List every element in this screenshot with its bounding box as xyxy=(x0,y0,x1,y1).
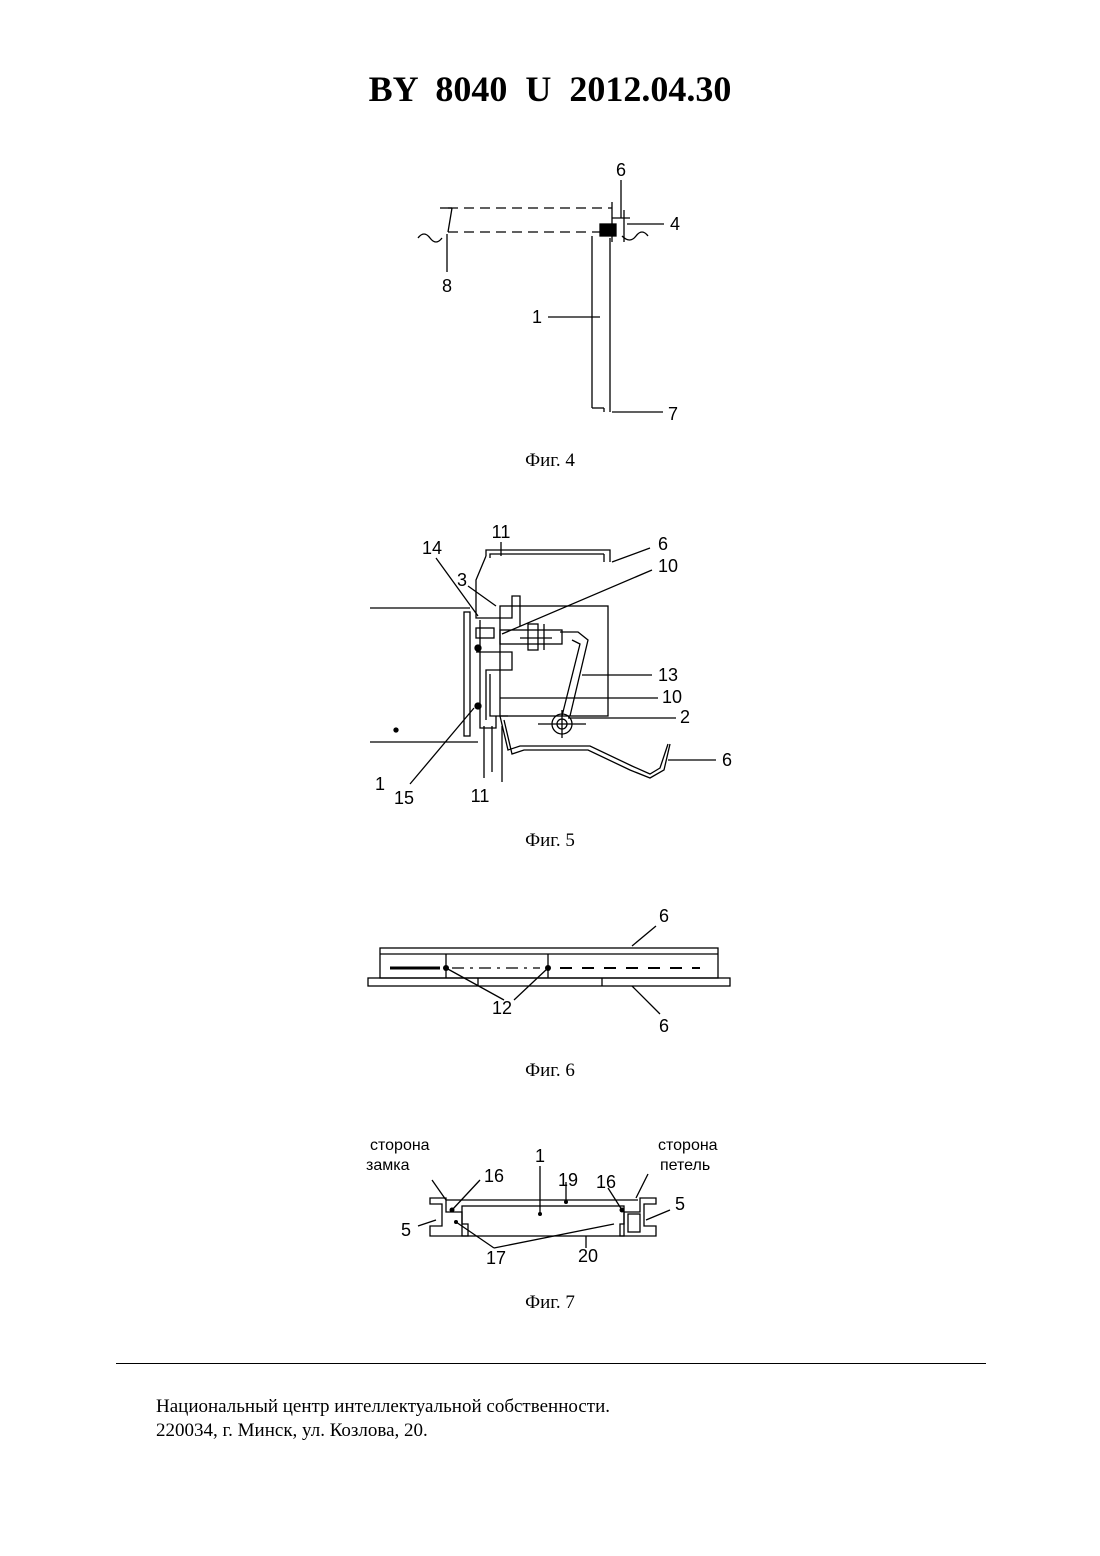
fig6-label-12: 12 xyxy=(492,998,512,1018)
fig7-label-storona-left: сторона xyxy=(370,1137,430,1154)
figure-5: 11 6 14 3 10 13 10 2 1 15 11 6 Фиг. 5 xyxy=(0,520,1100,860)
fig7-label-petel: петель xyxy=(660,1157,710,1174)
fig5-label-10-top: 10 xyxy=(658,556,678,576)
footer-organization: Национальный центр интеллектуальной собс… xyxy=(156,1395,610,1419)
fig5-label-15: 15 xyxy=(394,788,414,808)
figure-4: 6 4 8 1 7 Фиг. 4 xyxy=(0,150,1100,490)
fig5-label-13: 13 xyxy=(658,665,678,685)
fig4-label-8: 8 xyxy=(442,276,452,296)
fig4-label-1: 1 xyxy=(532,307,542,327)
fig7-label-16-left: 16 xyxy=(484,1166,504,1186)
footer-address: 220034, г. Минск, ул. Козлова, 20. xyxy=(156,1419,610,1443)
fig5-label-2: 2 xyxy=(680,707,690,727)
fig5-label-11-bottom: 11 xyxy=(471,786,490,806)
fig7-label-1: 1 xyxy=(535,1146,545,1166)
page-title: BY 8040 U 2012.04.30 xyxy=(0,68,1100,110)
figure-5-drawing: 11 6 14 3 10 13 10 2 1 15 11 6 xyxy=(0,520,1100,810)
figure-7-caption: Фиг. 7 xyxy=(0,1292,1100,1314)
fig5-label-10-mid: 10 xyxy=(662,687,682,707)
fig7-label-20: 20 xyxy=(578,1246,598,1266)
fig4-label-4: 4 xyxy=(670,214,680,234)
fig5-label-14: 14 xyxy=(422,538,442,558)
fig7-label-zamka: замка xyxy=(366,1157,410,1174)
fig7-label-17: 17 xyxy=(486,1248,506,1268)
footer: Национальный центр интеллектуальной собс… xyxy=(156,1395,610,1443)
fig5-label-3: 3 xyxy=(457,570,467,590)
figure-5-caption: Фиг. 5 xyxy=(0,830,1100,852)
fig5-label-11-top: 11 xyxy=(492,522,511,542)
fig4-label-6: 6 xyxy=(616,160,626,180)
fig7-label-storona-right: сторона xyxy=(658,1137,718,1154)
fig5-label-6-top: 6 xyxy=(658,534,668,554)
fig5-label-1: 1 xyxy=(375,774,385,794)
fig7-label-19: 19 xyxy=(558,1170,578,1190)
figure-4-caption: Фиг. 4 xyxy=(0,450,1100,472)
figure-7-drawing: сторона замка сторона петель 1 16 19 16 … xyxy=(0,1130,1100,1280)
figure-6: 6 12 6 Фиг. 6 xyxy=(0,900,1100,1100)
fig4-label-7: 7 xyxy=(668,404,678,424)
fig6-label-6-bottom: 6 xyxy=(659,1016,669,1036)
fig7-label-5-right: 5 xyxy=(675,1194,685,1214)
fig7-label-16-right: 16 xyxy=(596,1172,616,1192)
footer-divider xyxy=(116,1363,986,1364)
figure-4-drawing: 6 4 8 1 7 xyxy=(0,150,1100,450)
figure-6-drawing: 6 12 6 xyxy=(0,900,1100,1050)
figure-7: сторона замка сторона петель 1 16 19 16 … xyxy=(0,1130,1100,1320)
figure-6-caption: Фиг. 6 xyxy=(0,1060,1100,1082)
fig5-label-6-bottom: 6 xyxy=(722,750,732,770)
fig6-label-6-top: 6 xyxy=(659,906,669,926)
fig7-label-5-left: 5 xyxy=(401,1220,411,1240)
